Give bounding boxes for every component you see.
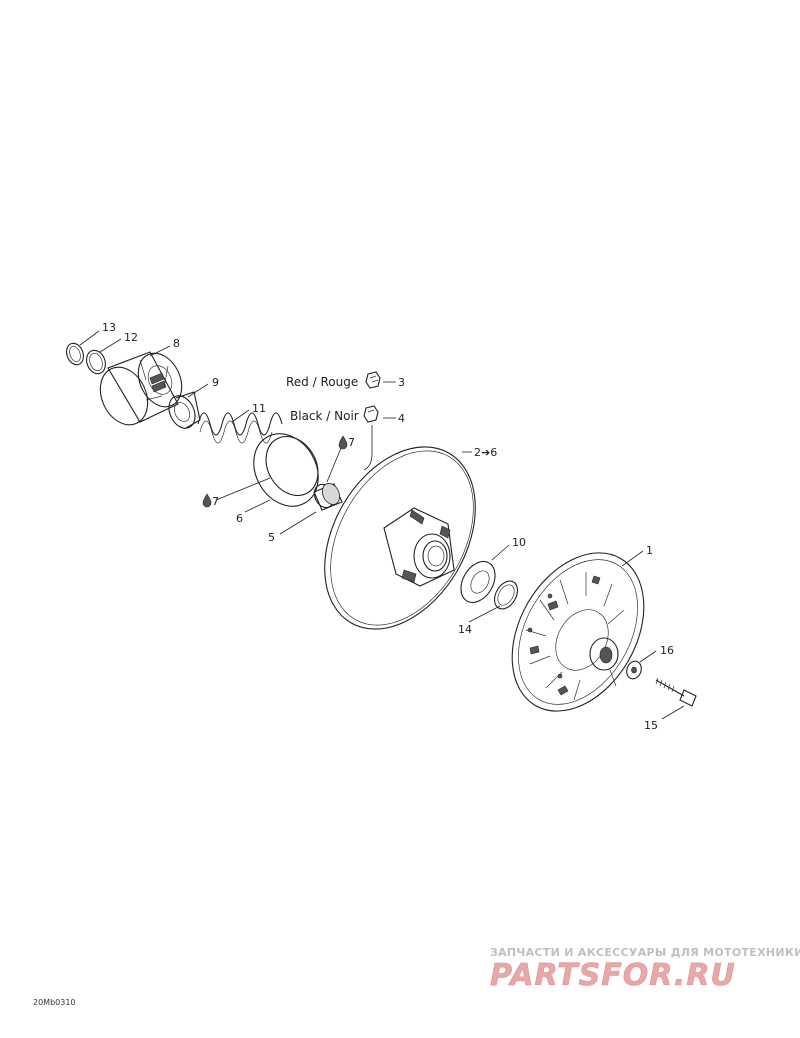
part-2-sliding-half (324, 446, 476, 630)
callout-7-lower: 7 (212, 495, 219, 508)
callout-16: 16 (660, 644, 674, 657)
callout-7-upper: 7 (348, 436, 355, 449)
part-1-fixed-half (511, 552, 645, 712)
part-14-ring (493, 580, 519, 610)
callout-4: 4 (398, 412, 405, 425)
part-16-washer (626, 660, 642, 680)
callout-8: 8 (173, 337, 180, 350)
callout-11: 11 (252, 402, 266, 415)
leader-lines (79, 330, 685, 720)
part-8-cam (99, 351, 183, 426)
part-9-bushing (168, 391, 201, 429)
callout-10: 10 (512, 536, 526, 549)
part-13-retaining-ring (66, 342, 84, 366)
callout-labels: 13 12 8 9 11 3 4 2➔6 7 7 6 5 10 1 14 16 … (102, 321, 674, 732)
grease-drop-icon (202, 493, 212, 508)
part-5-bushing (313, 483, 343, 511)
part-11-spring (197, 412, 283, 444)
part-10-washer (460, 560, 496, 604)
grease-drop-icon (338, 435, 348, 450)
callout-1: 1 (646, 544, 653, 557)
callout-13: 13 (102, 321, 116, 334)
black-label: Black / Noir (290, 409, 359, 423)
part-6-ring (253, 433, 319, 507)
watermark-logo: PARTSFOR.RU (490, 958, 736, 992)
drawing-id: 20Mb0310 (33, 998, 76, 1007)
callout-5: 5 (268, 531, 275, 544)
callout-6: 6 (236, 512, 243, 525)
callout-15: 15 (644, 719, 658, 732)
watermark-tagline: ЗАПЧАСТИ И АКСЕССУАРЫ ДЛЯ МОТОТЕХНИКИ (490, 946, 800, 959)
black-colour-tag-icon (363, 405, 379, 423)
callout-9: 9 (212, 376, 219, 389)
callout-2-6: 2➔6 (474, 446, 497, 459)
part-15-bolt (655, 677, 697, 707)
callout-3: 3 (398, 376, 405, 389)
red-colour-tag-icon (365, 371, 381, 389)
part-12-washer (86, 349, 106, 375)
callout-12: 12 (124, 331, 138, 344)
callout-14: 14 (458, 623, 472, 636)
watermark-logo-text: PARTSFOR.RU (490, 958, 736, 992)
red-label: Red / Rouge (286, 375, 358, 389)
